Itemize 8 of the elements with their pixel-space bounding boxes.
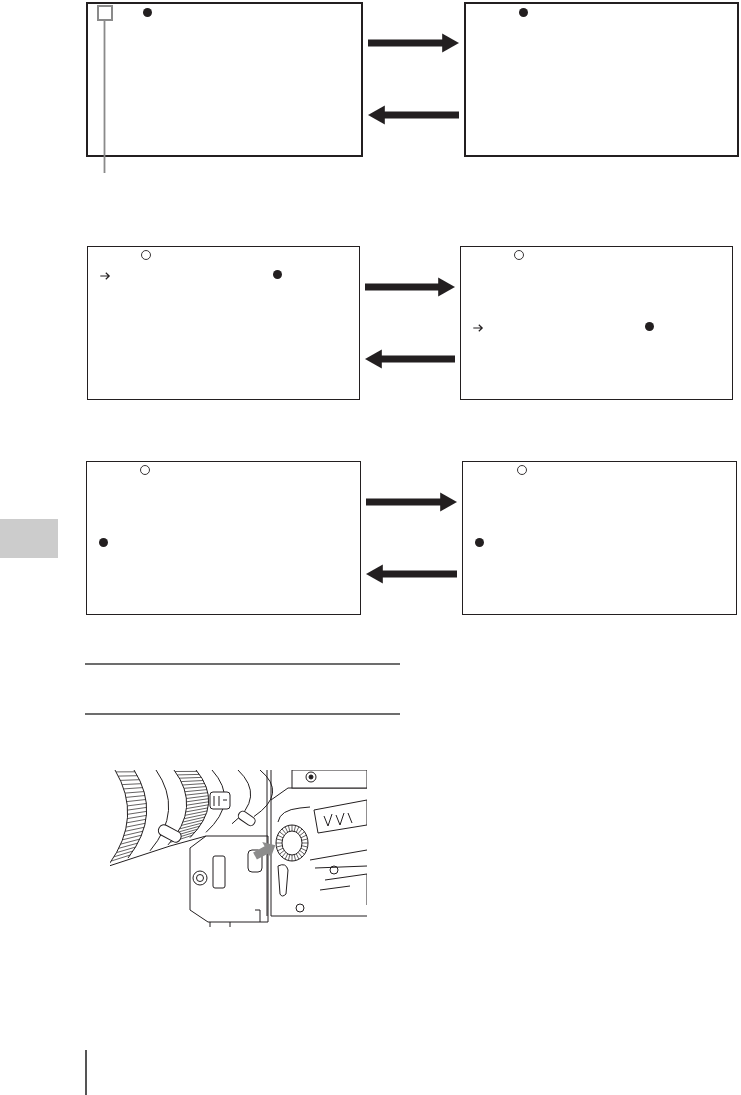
- screen-frame: [86, 2, 363, 157]
- screen-frame: [462, 461, 737, 615]
- screen-frame: [464, 2, 739, 157]
- indicator-square: [97, 5, 113, 21]
- screen-frame: [86, 461, 361, 615]
- screen-frame: [460, 246, 733, 400]
- leader-line: [103, 20, 106, 174]
- screen-frame: [87, 246, 360, 400]
